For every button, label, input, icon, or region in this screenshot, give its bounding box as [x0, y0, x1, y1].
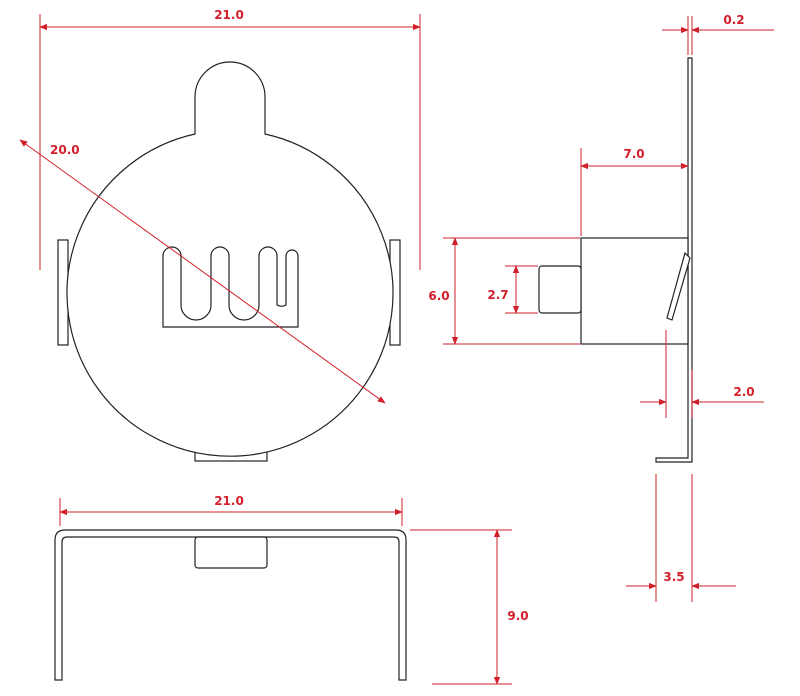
dim-front-diameter-label: 20.0 [50, 143, 80, 157]
dim-side-thickness: 0.2 [662, 13, 774, 55]
front-view [57, 61, 401, 462]
dim-side-depth-label: 7.0 [623, 147, 644, 161]
dim-side-foot-label: 3.5 [663, 570, 684, 584]
dim-front-width: 21.0 [39, 8, 421, 270]
side-spring-contact [666, 251, 691, 321]
dim-side-height: 6.0 [428, 237, 580, 345]
bottom-center-tab [194, 536, 268, 569]
bottom-frame [54, 529, 407, 681]
holder-disc [66, 61, 394, 457]
dim-side-offset: 2.0 [640, 330, 764, 418]
side-body [580, 237, 689, 345]
dim-side-thickness-label: 0.2 [723, 13, 744, 27]
side-tab [538, 265, 582, 314]
dim-side-tab-height: 2.7 [487, 265, 538, 314]
dim-side-tab-height-label: 2.7 [487, 288, 508, 302]
dim-front-diameter: 20.0 [19, 139, 386, 404]
dim-bottom-height-label: 9.0 [507, 609, 528, 623]
side-view [538, 57, 693, 463]
dim-front-width-label: 21.0 [214, 8, 244, 22]
dim-side-depth: 7.0 [580, 147, 689, 236]
dim-side-foot: 3.5 [626, 474, 736, 602]
dim-side-offset-label: 2.0 [733, 385, 754, 399]
dim-bottom-width: 21.0 [59, 494, 403, 526]
dim-side-height-label: 6.0 [428, 289, 449, 303]
bottom-view [54, 529, 407, 681]
dim-bottom-height: 9.0 [410, 529, 529, 685]
dim-bottom-width-label: 21.0 [214, 494, 244, 508]
side-plate [655, 57, 693, 463]
